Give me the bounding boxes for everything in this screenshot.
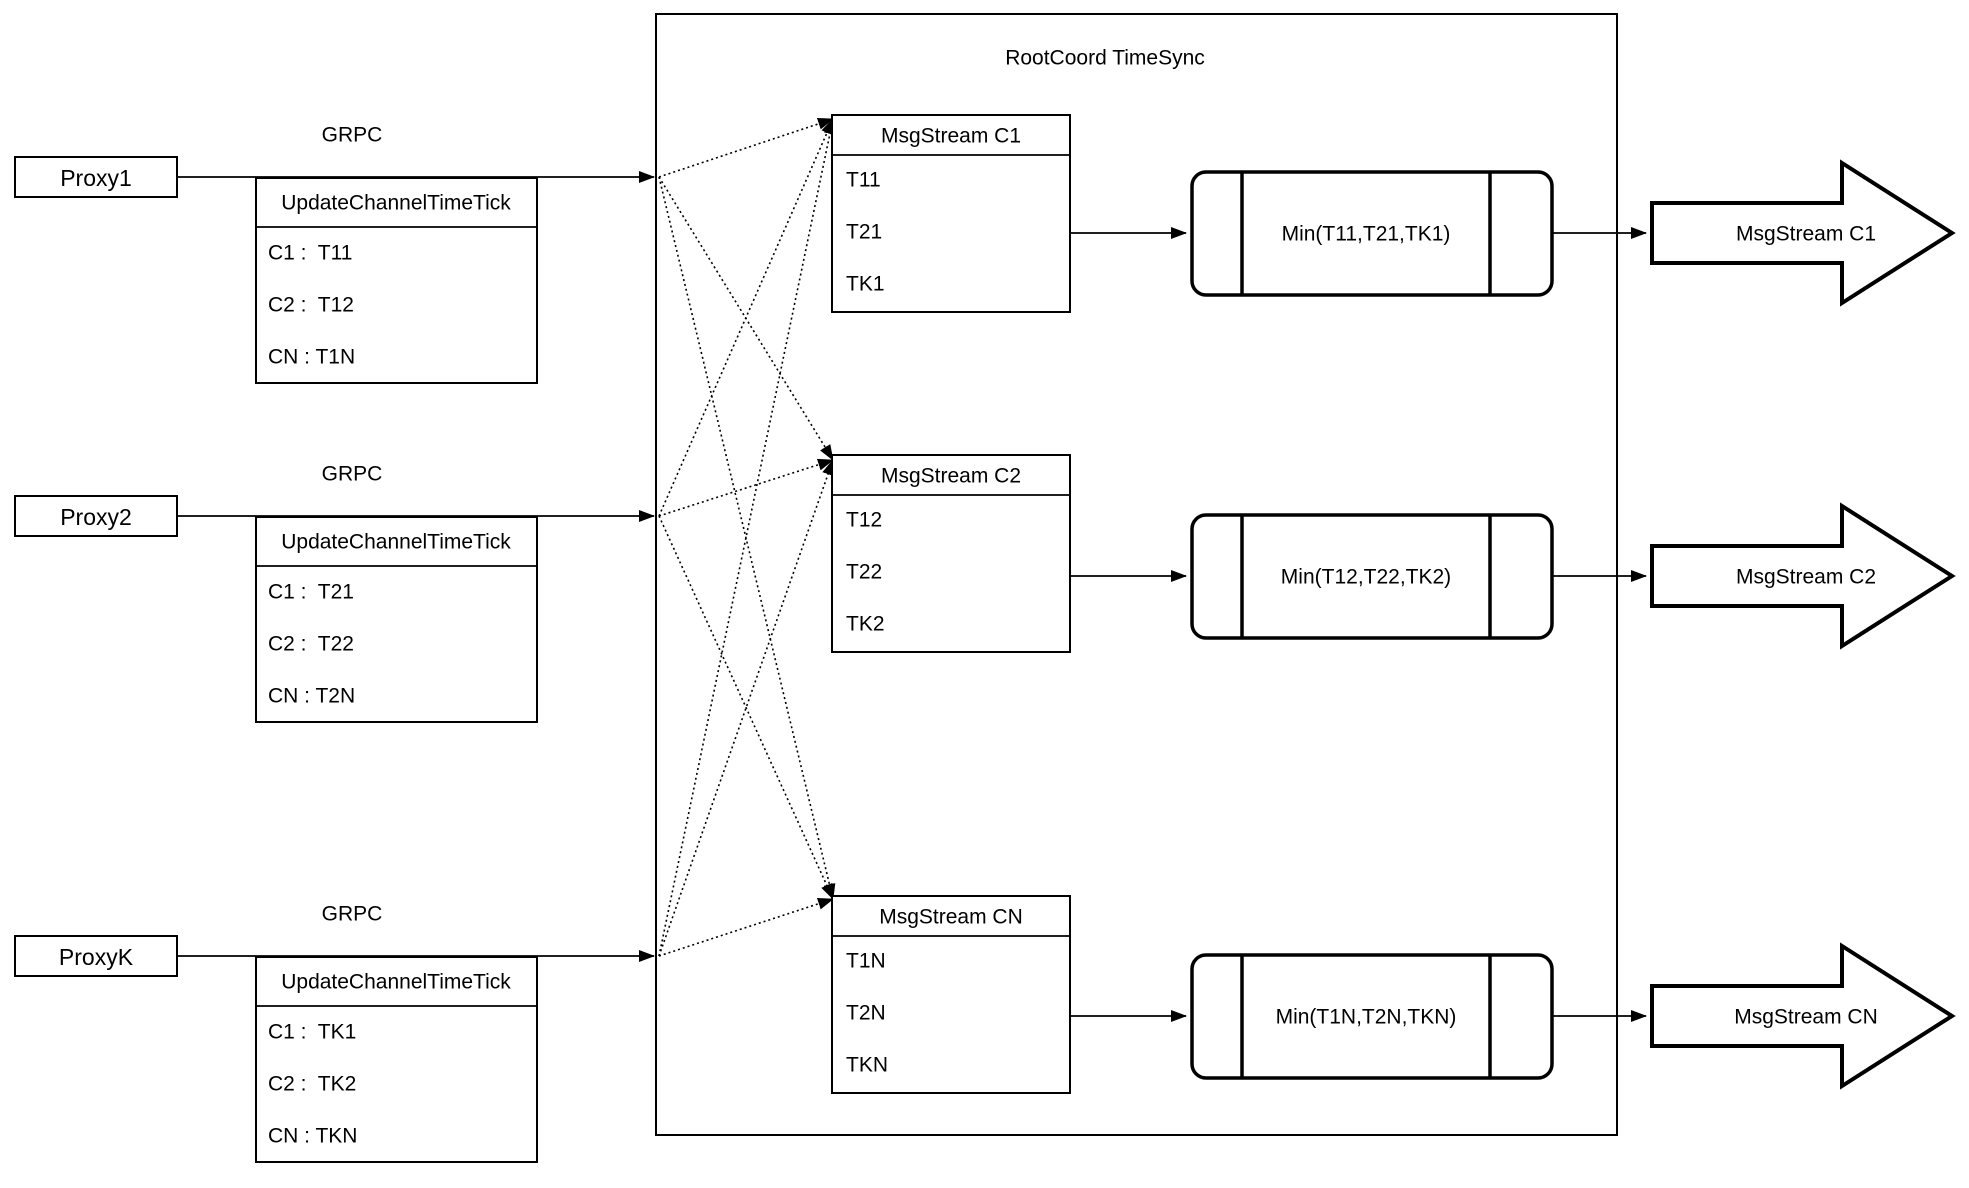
msgstream-cn-tick: T1N: [846, 950, 886, 973]
proxy-row-3: ProxyK GRPC UpdateChannelTimeTick C1 : T…: [14, 903, 655, 1163]
output-arrow-cn: [1650, 942, 1956, 1090]
output-arrow-c1-label: MsgStream C1: [1736, 223, 1876, 246]
proxyk-label: ProxyK: [59, 944, 134, 970]
update-table-1-title: UpdateChannelTimeTick: [281, 192, 511, 215]
update-table-2-row: CN : T2N: [268, 685, 355, 708]
update-table-3-title: UpdateChannelTimeTick: [281, 971, 511, 994]
msgstream-c2-tick: T12: [846, 509, 882, 532]
msgstream-table-cn: [831, 895, 1071, 1094]
fanout-line-p2-c1: [658, 118, 834, 517]
output-arrow-c2: [1650, 502, 1956, 650]
grpc-label-2: GRPC: [322, 463, 383, 486]
msgstream-c2-tick: T22: [846, 561, 882, 584]
fanout-line-pk-cn: [658, 897, 834, 957]
update-table-3-row: C1 : TK1: [268, 1021, 356, 1044]
min-label-c1: Min(T11,T21,TK1): [1282, 223, 1451, 246]
msgstream-c1-tick: T11: [846, 169, 881, 192]
grpc-label-1: GRPC: [322, 124, 383, 147]
min-label-c2: Min(T12,T22,TK2): [1281, 566, 1451, 589]
output-arrow-c1: [1650, 159, 1956, 307]
update-table-3-row: C2 : TK2: [268, 1073, 356, 1096]
msgstream-table-cn-title: MsgStream CN: [879, 906, 1023, 929]
proxy2-box: [14, 495, 178, 537]
stream-row-3: MsgStream CN T1N T2N TKN Min(T1N,T2N,TKN…: [831, 895, 1956, 1094]
msgstream-c2-tick: TK2: [846, 613, 885, 636]
update-table-2-row: C2 : T22: [268, 633, 354, 656]
proxy1-label: Proxy1: [60, 165, 132, 191]
proxy1-box: [14, 156, 178, 198]
update-table-2: [255, 516, 538, 723]
stream-row-1: MsgStream C1 T11 T21 TK1 Min(T11,T21,TK1…: [831, 114, 1956, 313]
proxyk-box: [14, 935, 178, 977]
min-label-cn: Min(T1N,T2N,TKN): [1276, 1006, 1457, 1029]
update-table-1: [255, 177, 538, 384]
output-arrow-c2-label: MsgStream C2: [1736, 566, 1876, 589]
rootcoord-title: RootCoord TimeSync: [1005, 47, 1205, 70]
update-table-2-row: C1 : T21: [268, 581, 354, 604]
msgstream-table-c2: [831, 454, 1071, 653]
msgstream-cn-tick: TKN: [846, 1054, 888, 1077]
proxy-row-2: Proxy2 GRPC UpdateChannelTimeTick C1 : T…: [14, 463, 655, 723]
msgstream-table-c2-title: MsgStream C2: [881, 465, 1021, 488]
msgstream-table-c1-title: MsgStream C1: [881, 125, 1021, 148]
fanout-lines: [658, 118, 836, 957]
msgstream-c1-tick: TK1: [846, 273, 885, 296]
fanout-line-p2-cn: [658, 515, 834, 900]
update-table-2-title: UpdateChannelTimeTick: [281, 531, 511, 554]
fanout-line-p1-c1: [658, 118, 834, 178]
grpc-label-3: GRPC: [322, 903, 383, 926]
stream-row-2: MsgStream C2 T12 T22 TK2 Min(T12,T22,TK2…: [831, 454, 1956, 653]
update-table-3: [255, 956, 538, 1163]
proxy-row-1: Proxy1 GRPC UpdateChannelTimeTick C1 : T…: [14, 124, 655, 384]
msgstream-table-c1: [831, 114, 1071, 313]
update-table-1-row: C2 : T12: [268, 294, 354, 317]
msgstream-c1-tick: T21: [846, 221, 882, 244]
msgstream-cn-tick: T2N: [846, 1002, 886, 1025]
update-table-1-row: C1 : T11: [268, 242, 352, 265]
proxy2-label: Proxy2: [60, 504, 132, 530]
output-arrow-cn-label: MsgStream CN: [1734, 1006, 1878, 1029]
update-table-3-row: CN : TKN: [268, 1125, 357, 1148]
fanout-line-p2-c2: [658, 458, 834, 517]
update-table-1-row: CN : T1N: [268, 346, 355, 369]
